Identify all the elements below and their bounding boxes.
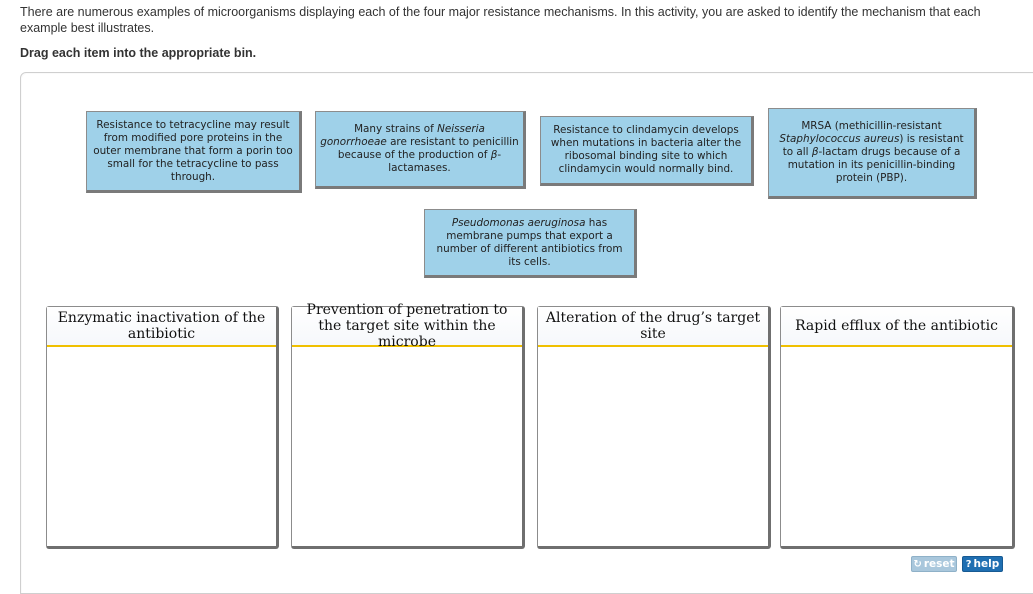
bin-drop-zone[interactable] [781,347,1012,542]
bin-drop-zone[interactable] [538,347,768,542]
bin-prevention-of-penetration[interactable]: Prevention of penetration to the target … [291,302,525,549]
card-text-part: β [811,146,819,158]
drag-card-neisseria[interactable]: Many strains of Neisseria gonorrhoeae ar… [315,111,526,189]
card-text-part: Pseudomonas aeruginosa [451,216,586,229]
reset-button[interactable]: ↻ reset [911,556,957,572]
card-text-part: Staphylococcus aureus [779,133,900,145]
bin-rapid-efflux[interactable]: Rapid efflux of the antibiotic [780,306,1015,549]
bin-header-label: Alteration of the drug’s target site [538,307,768,347]
help-button[interactable]: ? help [962,556,1003,572]
drag-card-pseudomonas[interactable]: Pseudomonas aeruginosa has membrane pump… [424,209,637,278]
reset-button-label: reset [923,558,955,570]
card-text-part: Resistance to tetracycline may result fr… [93,118,293,183]
card-text-part: -lactamases. [388,149,502,174]
bin-drop-zone[interactable] [292,347,522,542]
card-text-part: ) is resistant to all [782,133,964,158]
intro-text: There are numerous examples of microorga… [20,5,981,35]
drag-card-tetracycline[interactable]: Resistance to tetracycline may result fr… [86,111,302,193]
bin-enzymatic-inactivation[interactable]: Enzymatic inactivation of the antibiotic [46,306,279,549]
card-text-part: -lactam drugs because of a mutation in i… [787,146,961,184]
drag-card-mrsa[interactable]: MRSA (methicillin-resistant Staphylococc… [768,108,977,199]
card-text-part: MRSA (methicillin-resistant [801,120,942,132]
card-text-part: Neisseria gonorrhoeae [320,123,485,148]
bin-header-label: Prevention of penetration to the target … [292,302,522,350]
card-text-part: Resistance to clindamycin develops when … [550,124,742,175]
question-icon: ? [965,558,972,570]
drag-card-clindamycin[interactable]: Resistance to clindamycin develops when … [540,116,754,186]
bin-header-label: Rapid efflux of the antibiotic [781,307,1012,347]
card-text-part: β [490,149,498,161]
card-text: Resistance to clindamycin develops when … [545,124,747,176]
card-text: MRSA (methicillin-resistant Staphylococc… [773,120,970,185]
bin-header-label: Enzymatic inactivation of the antibiotic [47,307,276,347]
card-text-part: Many strains of [354,123,438,135]
card-text: Resistance to tetracycline may result fr… [91,119,295,184]
instruction-text: Drag each item into the appropriate bin. [20,46,257,60]
refresh-icon: ↻ [913,558,922,570]
card-text-part: are resistant to penicillin because of t… [337,136,519,161]
bin-drop-zone[interactable] [47,347,276,542]
card-text: Many strains of Neisseria gonorrhoeae ar… [320,123,519,175]
help-button-label: help [973,558,1000,570]
bin-alteration-of-target[interactable]: Alteration of the drug’s target site [537,306,771,549]
card-text: Pseudomonas aeruginosa has membrane pump… [429,217,630,269]
card-text-part: has membrane pumps that export a number … [436,216,623,268]
